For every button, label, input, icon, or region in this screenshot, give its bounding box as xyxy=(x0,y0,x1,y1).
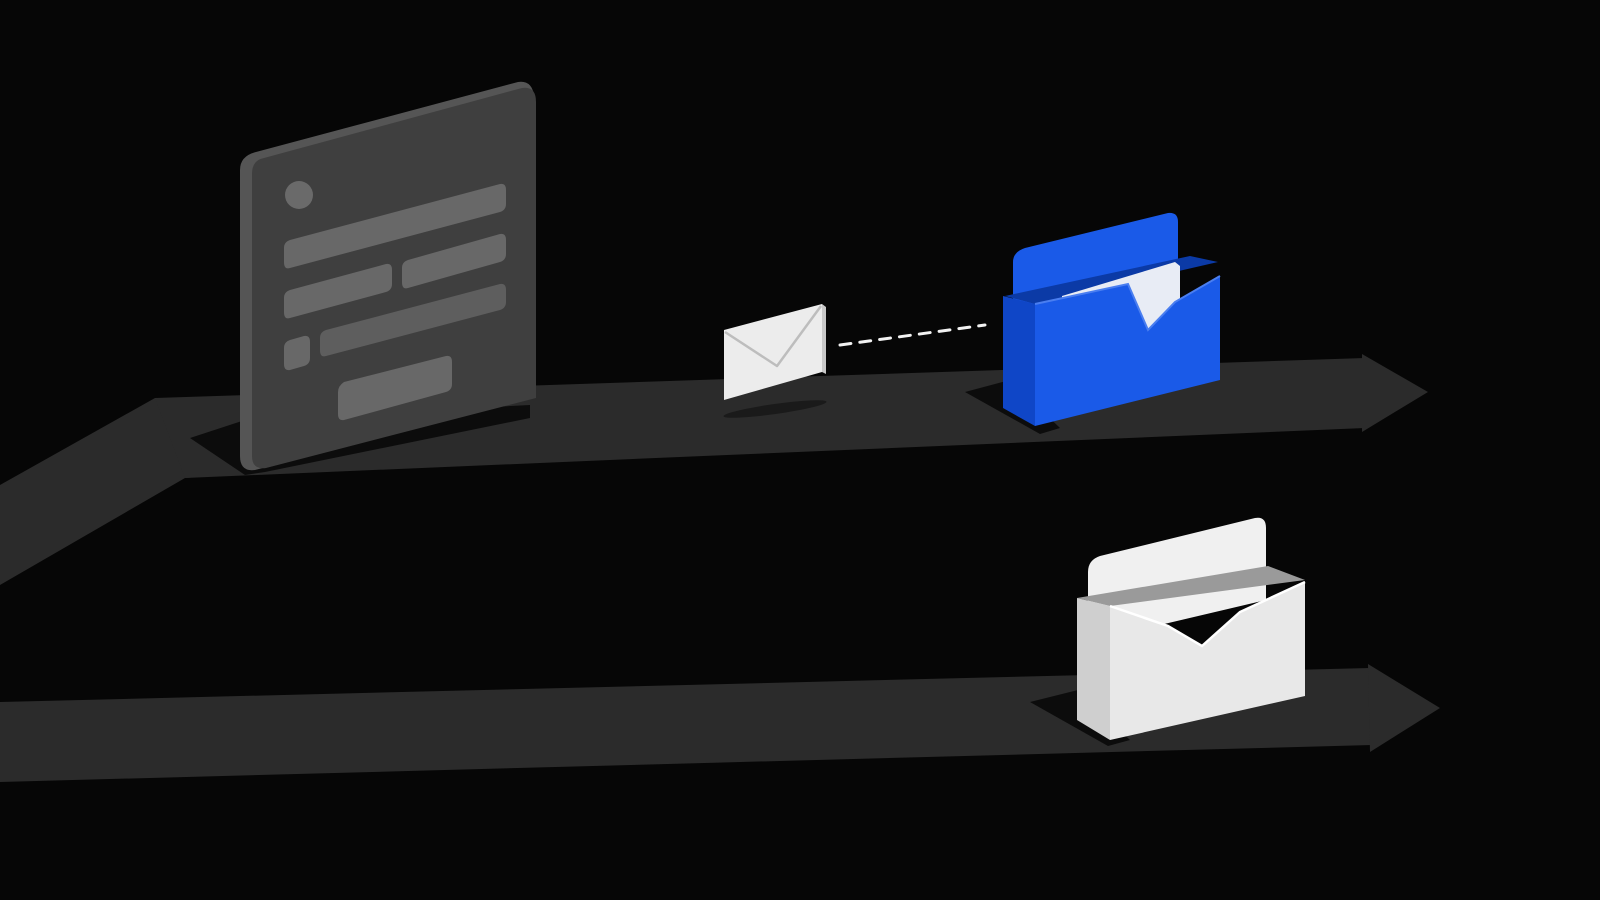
dashed-connector xyxy=(838,323,987,347)
envelope-right-edge xyxy=(822,304,826,374)
form-bar-2b xyxy=(402,233,506,289)
form-bar-2a xyxy=(284,263,392,319)
white-inbox-tray-icon xyxy=(1030,517,1306,746)
lower-flow-arrow xyxy=(0,664,1440,782)
upper-track-arrowhead xyxy=(1362,354,1428,432)
form-avatar-dot xyxy=(285,181,313,209)
white-tray-rim xyxy=(1109,580,1306,648)
white-tray-inner xyxy=(1077,566,1305,606)
form-checkbox xyxy=(284,335,310,371)
lower-track-arrowhead xyxy=(1368,664,1440,752)
envelope-body xyxy=(724,304,822,400)
envelope-icon xyxy=(723,304,827,418)
envelope-shadow xyxy=(723,400,827,418)
white-tray-left-face xyxy=(1077,598,1110,740)
blue-inbox-tray-icon xyxy=(965,212,1221,434)
blue-tray-rim xyxy=(1034,275,1221,332)
form-submit-button xyxy=(338,355,452,421)
blue-tray-front-face xyxy=(1035,276,1220,426)
lower-track-body xyxy=(0,668,1372,782)
white-tray-back xyxy=(1088,517,1266,642)
form-document-icon xyxy=(190,81,536,475)
envelope-flap xyxy=(724,305,823,368)
blue-tray-left-face xyxy=(1003,296,1035,426)
form-face xyxy=(252,87,536,469)
white-tray-front-face xyxy=(1110,582,1305,740)
form-bar-1 xyxy=(284,183,506,269)
form-bar-3 xyxy=(320,283,506,357)
